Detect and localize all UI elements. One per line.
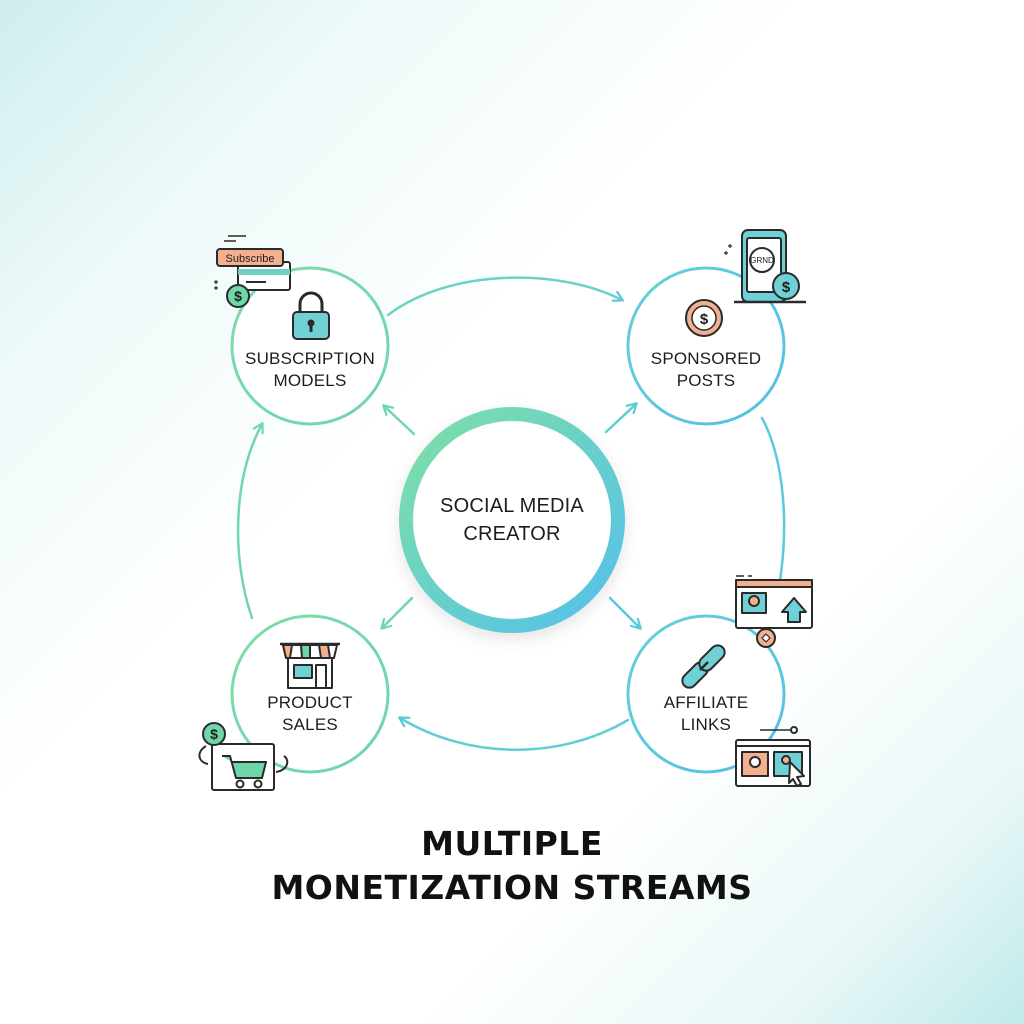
- center-node: SOCIAL MEDIA CREATOR: [412, 492, 612, 548]
- arrow-center-to-product: [382, 596, 414, 628]
- shopping-cart-icon: $: [198, 722, 289, 791]
- affiliate-node: AFFILIATE LINKS: [626, 692, 786, 736]
- center-circle: [399, 407, 625, 633]
- browser-upload-icon: [735, 575, 813, 648]
- arrow-center-to-sponsored: [604, 404, 636, 434]
- chain-link-icon: [681, 644, 726, 689]
- sponsored-label-line1: SPONSORED: [650, 349, 762, 368]
- page-title-line2: MONETIZATION STREAMS: [271, 868, 753, 907]
- subscribe-card-icon: Subscribe $: [214, 235, 291, 308]
- arrow-center-to-affiliate: [608, 596, 640, 628]
- center-label-line2: CREATOR: [463, 523, 561, 545]
- phone-sponsored-icon: GRND $: [724, 229, 806, 304]
- phone-badge-text: GRND: [750, 256, 774, 265]
- affiliate-label-line1: AFFILIATE: [663, 693, 749, 712]
- subscribe-badge-text: Subscribe: [226, 253, 275, 265]
- product-label-line2: SALES: [282, 715, 338, 734]
- arrow-center-to-subscription: [384, 406, 416, 436]
- node-circle-subscription: [230, 266, 390, 426]
- node-circle-product: [230, 614, 390, 774]
- product-node: PRODUCT SALES: [230, 692, 390, 736]
- arrow-affiliate-to-product: [400, 718, 630, 751]
- svg-text:$: $: [234, 288, 242, 304]
- product-label-line1: PRODUCT: [267, 693, 353, 712]
- arrow-subscription-to-sponsored: [386, 276, 622, 317]
- subscription-node: SUBSCRIPTION MODELS: [230, 348, 390, 392]
- arrow-product-to-subscription: [236, 424, 262, 620]
- page-title-line1: MULTIPLE: [421, 824, 603, 863]
- center-arrows: [382, 404, 640, 628]
- svg-text:$: $: [700, 311, 709, 328]
- node-circle-sponsored: [626, 266, 786, 426]
- sponsored-node: SPONSORED POSTS: [626, 348, 786, 392]
- browser-click-icon: [735, 726, 811, 787]
- sponsored-label-line2: POSTS: [676, 371, 736, 390]
- lock-icon: [292, 291, 330, 340]
- dollar-coin-icon: $: [685, 299, 723, 337]
- svg-text:$: $: [782, 279, 791, 296]
- subscription-label-line1: SUBSCRIPTION: [245, 349, 375, 368]
- subscription-label-line2: MODELS: [273, 371, 347, 390]
- center-label-line1: SOCIAL MEDIA: [440, 495, 584, 517]
- affiliate-label-line2: LINKS: [680, 715, 732, 734]
- node-circle-affiliate: [626, 614, 786, 774]
- svg-text:$: $: [210, 726, 218, 742]
- storefront-icon: [280, 642, 340, 689]
